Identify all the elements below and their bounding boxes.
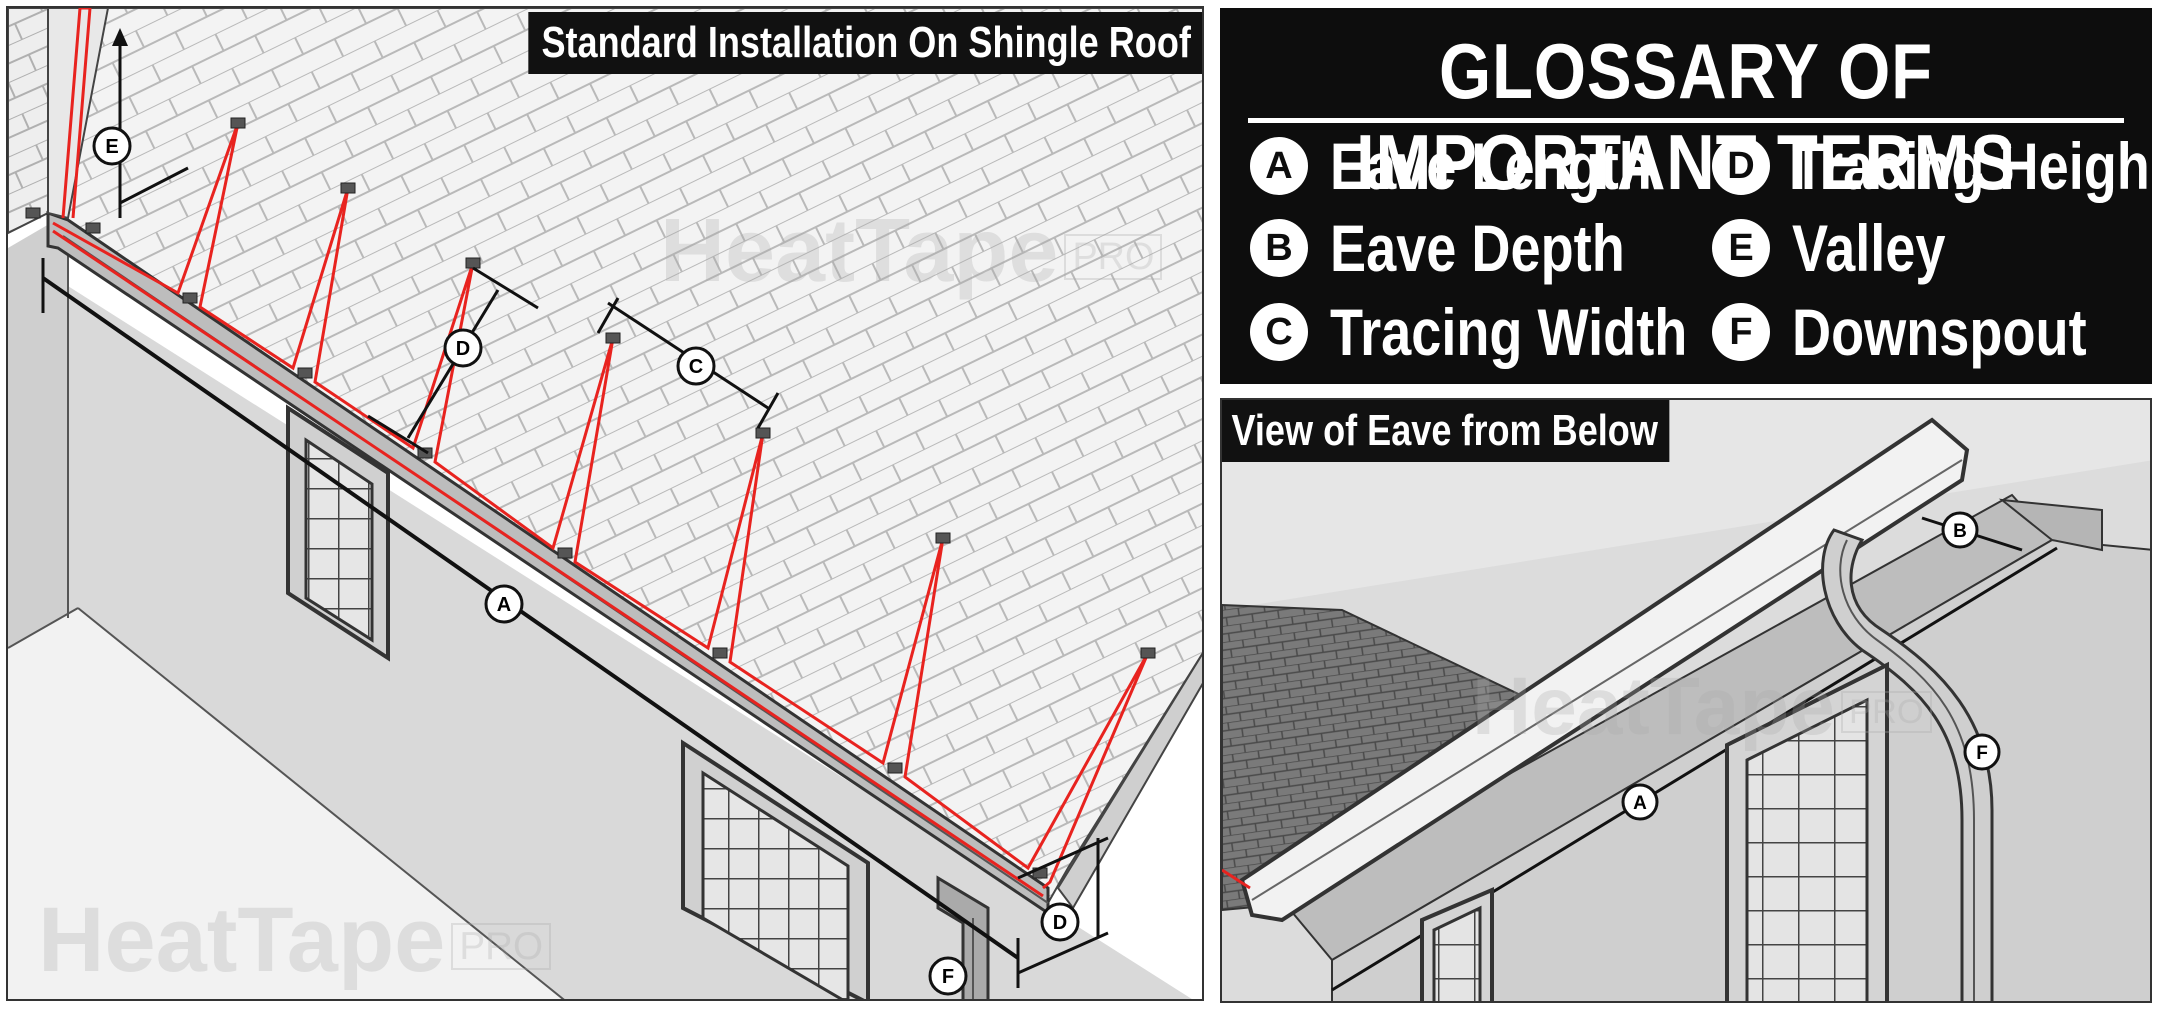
- glossary-panel: GLOSSARY OF IMPORTANT TERMS A Eave Length…: [1220, 8, 2152, 384]
- glossary-term: Tracing Height: [1792, 129, 2152, 203]
- roof-clip: [182, 292, 198, 304]
- callout-c: C: [676, 346, 716, 386]
- svg-text:F: F: [942, 966, 954, 988]
- window-upper: [286, 404, 390, 662]
- roof-clip: [557, 547, 573, 559]
- glossary-item-valley: E Valley: [1712, 210, 1979, 286]
- valley: [47, 8, 110, 220]
- glossary-term: Eave Length: [1330, 129, 1652, 203]
- roof-clip: [887, 762, 903, 774]
- svg-text:A: A: [497, 594, 511, 616]
- svg-text:E: E: [105, 136, 118, 158]
- callout-f: F: [1963, 733, 2001, 771]
- window-left: [1420, 886, 1494, 1001]
- glossary-divider: [1248, 118, 2124, 123]
- downspout: [1821, 528, 1994, 1001]
- roof-clip: [465, 257, 481, 269]
- glossary-item-tracing-height: D Tracing Height: [1712, 128, 2152, 204]
- svg-text:A: A: [1633, 793, 1647, 814]
- glossary-item-tracing-width: C Tracing Width: [1250, 294, 1766, 370]
- glossary-title: GLOSSARY OF IMPORTANT TERMS: [1355, 27, 2017, 206]
- downspout: [936, 875, 990, 999]
- glossary-item-eave-length: A Eave Length: [1250, 128, 1722, 204]
- heat-cable: [25, 8, 1156, 898]
- callout-a: A: [1621, 783, 1659, 821]
- callout-f: F: [928, 956, 968, 996]
- glossary-letter-badge: F: [1712, 303, 1770, 361]
- roof-clip: [605, 332, 621, 344]
- below-panel-title: View of Eave from Below: [1222, 400, 1670, 462]
- roof-clip: [712, 647, 728, 659]
- callout-b: B: [1941, 511, 1979, 549]
- glossary-letter-badge: A: [1250, 137, 1308, 195]
- left-wall: [8, 213, 68, 648]
- svg-text:F: F: [1976, 743, 1988, 764]
- eave-from-below-diagram: B A F: [1222, 400, 2150, 1001]
- glossary-letter-badge: E: [1712, 219, 1770, 277]
- glossary-item-downspout: F Downspout: [1712, 294, 2150, 370]
- window-right: [1725, 661, 1889, 1001]
- roof-clip: [85, 222, 101, 234]
- roof-clip: [417, 447, 433, 459]
- watermark-suffix: PRO: [1064, 233, 1163, 280]
- window-lower: [681, 739, 870, 999]
- glossary-letter-badge: D: [1712, 137, 1770, 195]
- callout-d: D: [443, 328, 483, 368]
- glossary-letter-badge: C: [1250, 303, 1308, 361]
- callout-e: E: [92, 126, 132, 166]
- glossary-term: Valley: [1792, 211, 1946, 285]
- svg-text:D: D: [456, 338, 470, 360]
- watermark-suffix: PRO: [451, 922, 552, 970]
- glossary-term: Tracing Width: [1330, 295, 1688, 369]
- glossary-letter-badge: B: [1250, 219, 1308, 277]
- glossary-term: Downspout: [1792, 295, 2087, 369]
- roof-clip: [935, 532, 951, 544]
- glossary-item-eave-depth: B Eave Depth: [1250, 210, 1689, 286]
- callout-a: A: [484, 584, 524, 624]
- watermark-suffix: PRO: [1841, 690, 1932, 733]
- roof-clip: [340, 182, 356, 194]
- callout-d-right: D: [1040, 902, 1080, 942]
- heat-cable-valley-run: [61, 8, 92, 219]
- svg-text:D: D: [1053, 912, 1067, 934]
- glossary-term: Eave Depth: [1330, 211, 1625, 285]
- installation-diagram: A C D D E F: [8, 8, 1202, 999]
- heat-cable: [1222, 868, 1251, 890]
- roof-clip: [297, 367, 313, 379]
- ground: [8, 608, 564, 999]
- left-panel-title: Standard Installation On Shingle Roof: [528, 12, 1202, 74]
- roof-clip: [755, 427, 771, 439]
- svg-text:B: B: [1953, 521, 1967, 542]
- heat-cable-gutter-run: [52, 229, 1044, 898]
- svg-text:C: C: [689, 356, 703, 378]
- roof-clip: [230, 117, 246, 129]
- left-roof: [8, 8, 49, 235]
- standard-installation-panel: A C D D E F Standard Installation On Shi…: [6, 6, 1204, 1001]
- eave-length-line: [41, 276, 1020, 960]
- roof-clip: [25, 207, 41, 219]
- roof-clip: [1140, 647, 1156, 659]
